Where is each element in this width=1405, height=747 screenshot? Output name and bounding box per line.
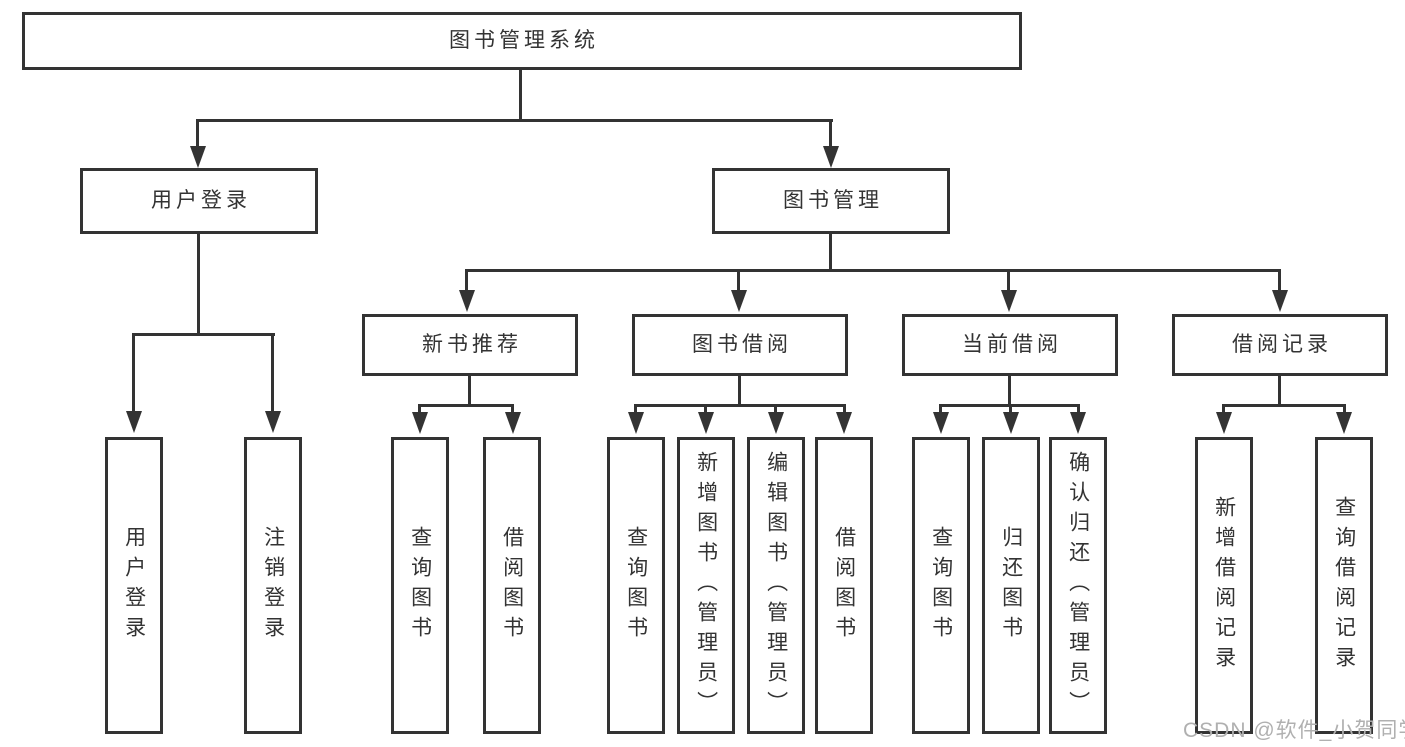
arrowhead [1003,412,1019,434]
leaf-bb-query-books: 查询图书 [607,437,665,734]
arrowhead [412,412,428,434]
connector-line [774,404,777,414]
connector-line [468,376,471,407]
connector-line [939,404,942,414]
node-book-borrowing: 图书借阅 [632,314,848,376]
leaf-cb-return-books: 归还图书 [982,437,1040,734]
connector-line [418,404,421,414]
connector-line [634,404,846,407]
arrowhead [1336,412,1352,434]
arrowhead [505,412,521,434]
arrowhead [190,146,206,168]
connector-line [511,404,514,414]
connector-line [196,119,199,148]
arrowhead [459,290,475,312]
arrowhead [265,411,281,433]
leaf-nbr-query-books-label: 查询图书 [408,525,432,646]
connector-line [1007,269,1010,291]
node-library-system-label: 图书管理系统 [449,29,599,53]
leaf-bb-add-book-admin: 新增图书（管理员） [677,437,735,734]
connector-line [418,404,514,407]
arrowhead [933,412,949,434]
leaf-logout-label: 注销登录 [261,525,285,646]
leaf-br-query-record-label: 查询借阅记录 [1332,495,1356,676]
connector-line [196,119,833,122]
leaf-user-login: 用户登录 [105,437,163,734]
connector-line [843,404,846,414]
leaf-nbr-borrow-books-label: 借阅图书 [500,525,524,646]
arrowhead [628,412,644,434]
node-library-system: 图书管理系统 [22,12,1022,70]
node-user-login: 用户登录 [80,168,318,234]
arrowhead [1216,412,1232,434]
node-user-login-label: 用户登录 [151,189,251,213]
watermark: CSDN @软件_小贺同学 [1183,719,1405,742]
connector-line [1343,404,1346,414]
connector-line [465,269,1281,272]
connector-line [1278,269,1281,291]
leaf-cb-query-books: 查询图书 [912,437,970,734]
node-borrowing-records: 借阅记录 [1172,314,1388,376]
connector-line [829,234,832,272]
arrowhead [1070,412,1086,434]
leaf-br-add-record: 新增借阅记录 [1195,437,1253,734]
node-new-book-recommend-label: 新书推荐 [422,333,522,357]
connector-line [634,404,637,414]
arrowhead [731,290,747,312]
connector-line [1077,404,1080,414]
leaf-br-add-record-label: 新增借阅记录 [1212,495,1236,676]
connector-line [1008,376,1011,407]
node-current-borrowing-label: 当前借阅 [962,333,1062,357]
leaf-cb-return-books-label: 归还图书 [999,525,1023,646]
leaf-bb-edit-book-admin: 编辑图书（管理员） [747,437,805,734]
arrowhead [126,411,142,433]
arrowhead [836,412,852,434]
leaf-br-query-record: 查询借阅记录 [1315,437,1373,734]
node-book-management: 图书管理 [712,168,950,234]
leaf-cb-query-books-label: 查询图书 [929,525,953,646]
connector-line [1222,404,1346,407]
connector-line [465,269,468,291]
connector-line [132,333,275,336]
arrowhead [698,412,714,434]
connector-line [1278,376,1281,407]
connector-line [1009,404,1012,414]
node-borrowing-records-label: 借阅记录 [1232,333,1332,357]
leaf-nbr-borrow-books: 借阅图书 [483,437,541,734]
connector-line [737,269,740,291]
leaf-cb-confirm-return-admin: 确认归还（管理员） [1049,437,1107,734]
leaf-user-login-label: 用户登录 [122,525,146,646]
leaf-bb-edit-book-admin-label: 编辑图书（管理员） [764,450,788,721]
connector-line [1222,404,1225,414]
arrowhead [768,412,784,434]
node-book-borrowing-label: 图书借阅 [692,333,792,357]
connector-line [519,70,522,121]
node-current-borrowing: 当前借阅 [902,314,1118,376]
arrowhead [823,146,839,168]
leaf-logout: 注销登录 [244,437,302,734]
leaf-bb-borrow-books-label: 借阅图书 [832,525,856,646]
node-book-management-label: 图书管理 [783,189,883,213]
node-new-book-recommend: 新书推荐 [362,314,578,376]
connector-line [829,119,832,148]
connector-line [704,404,707,414]
connector-line [738,376,741,407]
connector-line [132,333,135,413]
leaf-bb-add-book-admin-label: 新增图书（管理员） [694,450,718,721]
leaf-bb-borrow-books: 借阅图书 [815,437,873,734]
leaf-cb-confirm-return-admin-label: 确认归还（管理员） [1066,450,1090,721]
leaf-bb-query-books-label: 查询图书 [624,525,648,646]
arrowhead [1001,290,1017,312]
leaf-nbr-query-books: 查询图书 [391,437,449,734]
arrowhead [1272,290,1288,312]
connector-line [197,234,200,336]
connector-line [271,333,274,413]
